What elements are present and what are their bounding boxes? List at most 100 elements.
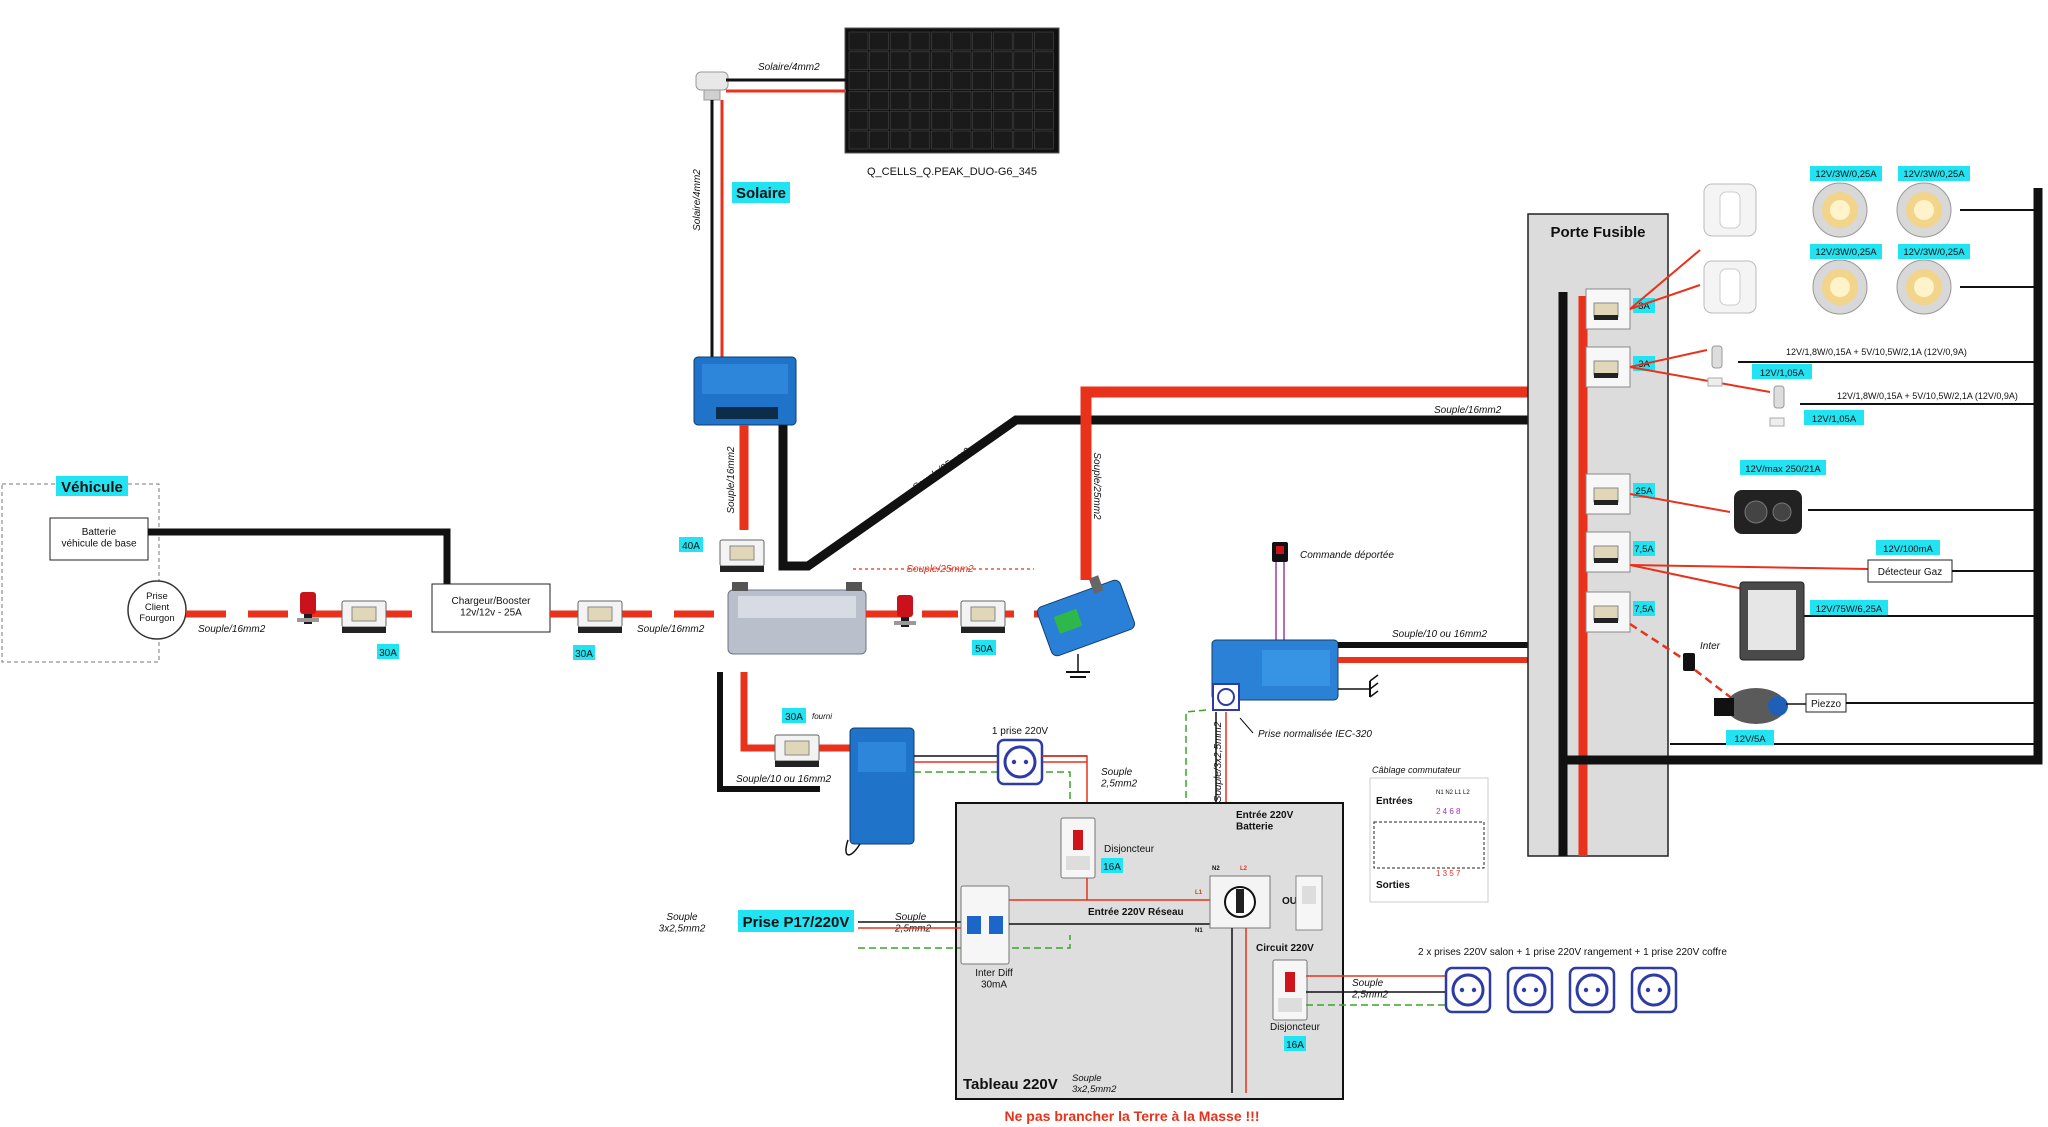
switch-diagram [1369, 777, 1489, 903]
socket-icon [1444, 966, 1492, 1014]
wire-mppt-black [778, 415, 1570, 571]
wire-charger-earth [914, 771, 1071, 832]
fuse-holder-icon [719, 539, 765, 572]
main-battery [727, 582, 867, 655]
solar-panel-name: Q_CELLS_Q.PEAK_DUO-G6_345 [867, 166, 1037, 178]
fuse-box-title: Porte Fusible [1550, 224, 1645, 241]
entry-grid: Entrée 220V Réseau [1088, 907, 1184, 918]
iec-label: Prise normalisée IEC-320 [1258, 729, 1372, 740]
mppt-controller [693, 356, 797, 426]
fuse-50a-bg [972, 640, 996, 655]
charger-box [431, 583, 551, 633]
fuse-30a-bg-3 [782, 708, 806, 723]
fuse-value: 3A [1638, 301, 1650, 312]
fuse-box-fuse [1585, 346, 1631, 388]
fuse-value: 25A [1636, 486, 1654, 497]
socket-12v: 12V/max 250/21A [1745, 464, 1821, 475]
wire-25-b-label: Souple/25mm2 [911, 446, 973, 494]
fuse-30a-bg-2 [573, 645, 595, 660]
remote-label: Commande déportée [1300, 550, 1394, 561]
switch-l2: L2 [1240, 866, 1248, 872]
p17-title: Prise P17/220V [743, 914, 850, 931]
inter-label: Inter [1700, 641, 1721, 652]
wire-16-label: Souple/16mm2 [1434, 405, 1502, 416]
changeover-switch [1209, 875, 1271, 929]
usb2-label: 12V/1,8W/0,15A + 5V/10,5W/2,1A (12V/0,9A… [1837, 391, 2018, 401]
light-spec-bg [1898, 244, 1970, 259]
fuse-box-fuse [1585, 288, 1631, 330]
svg-text:2 4 6 8: 2 4 6 8 [1436, 807, 1461, 816]
vehicle-plug [127, 580, 187, 640]
solar-title: Solaire [736, 185, 786, 202]
usb1-label: 12V/1,8W/0,15A + 5V/10,5W/2,1A (12V/0,9A… [1786, 347, 1967, 357]
contactor-icon [1295, 875, 1323, 931]
fuse-30a-label-2: 30A [575, 649, 593, 660]
solar-panel [844, 27, 1060, 154]
mc4-connector-icon [695, 71, 729, 101]
entrees: Entrées [1376, 796, 1413, 807]
one-socket-label: 1 prise 220V [992, 726, 1048, 737]
fuse-holder-icon [341, 600, 387, 633]
fuse-box-fuse [1585, 473, 1631, 515]
breaker-icon [1060, 817, 1096, 879]
fuse-box-fuse [1585, 591, 1631, 633]
svg-text:N1 N2 L1 L2: N1 N2 L1 L2 [1436, 790, 1470, 796]
inverter [1211, 639, 1339, 701]
wire-vehicle-1: Souple/16mm2 [198, 624, 266, 635]
vehicle-title-bg [56, 476, 128, 496]
gas-detector: Détecteur Gaz [1878, 567, 1942, 578]
light-spec: 12V/3W/0,25A [1815, 169, 1877, 180]
wire-25-a-label: Souple/25mm2 [1091, 452, 1102, 520]
breaker-icon [1272, 959, 1308, 1021]
vehicle-title: Véhicule [61, 479, 123, 496]
wire-vehicle-battery [148, 528, 451, 585]
circuit-label: Circuit 220V [1256, 943, 1314, 954]
fuse-value-bg [1633, 483, 1655, 498]
wire-red-main [1080, 386, 1570, 580]
fuse-30a-label-3: 30A [785, 712, 803, 723]
breaker2-label: Disjoncteur [1270, 1022, 1321, 1033]
fuse-value-bg [1633, 541, 1655, 556]
socket-icon [1568, 966, 1616, 1014]
fuse-30a-label-1: 30A [379, 648, 397, 659]
spot-light-icon [1812, 259, 1868, 315]
wire-mppt-label: Souple/16mm2 [726, 446, 737, 514]
light-spec-bg [1810, 166, 1882, 181]
breaker2-val: 16A [1286, 1040, 1304, 1051]
wire-10-16-a: Souple/10 ou 16mm2 [736, 774, 832, 785]
usb-socket-icon [1769, 385, 1785, 427]
light-spec: 12V/3W/0,25A [1815, 247, 1877, 258]
fuse-value-bg [1633, 601, 1655, 616]
iec-socket-icon [1212, 683, 1240, 711]
fuse-value: 7,5A [1634, 604, 1654, 615]
socket-icon [1506, 966, 1554, 1014]
spot-light-icon [1896, 182, 1952, 238]
breaker1-label: Disjoncteur [1104, 844, 1155, 855]
ou-label: OU [1282, 896, 1297, 907]
rcd-icon [960, 885, 1010, 965]
socket-icon [1630, 966, 1678, 1014]
fridge-icon [1739, 581, 1805, 661]
switch-icon [1683, 653, 1695, 671]
warning: Ne pas brancher la Terre à la Masse !!! [1005, 1108, 1260, 1124]
piezo-label: Piezzo [1811, 699, 1841, 710]
light-switch-icon [1703, 260, 1757, 314]
sockets-title: 2 x prises 220V salon + 1 prise 220V ran… [1418, 947, 1727, 958]
ip22-charger [845, 727, 915, 856]
vehicle-battery-box [49, 517, 149, 561]
socket-icon [996, 738, 1044, 786]
battery-protect [1036, 575, 1136, 657]
fuse-value: 7,5A [1634, 544, 1654, 555]
switch-n1: N1 [1195, 928, 1203, 934]
light-spec: 12V/3W/0,25A [1903, 169, 1965, 180]
spot-light-icon [1812, 182, 1868, 238]
